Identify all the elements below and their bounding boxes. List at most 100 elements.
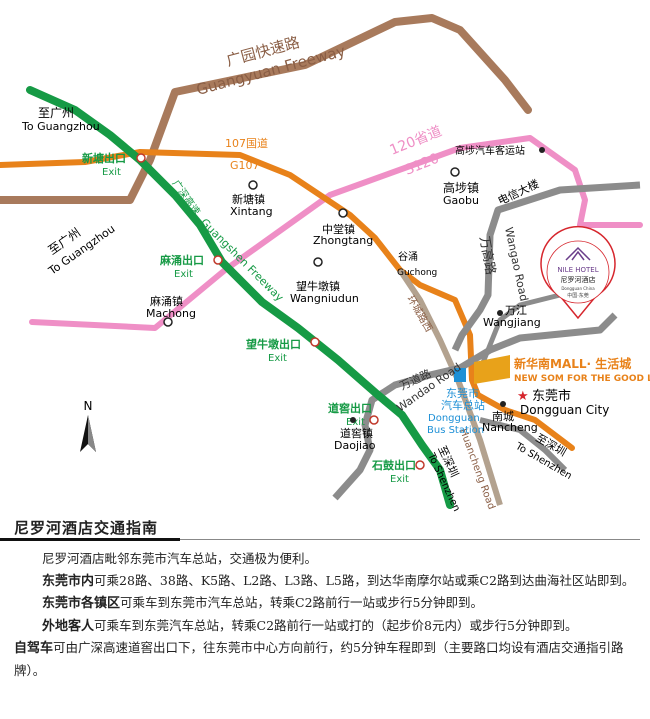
guchong-label-en: Guchong (397, 268, 437, 278)
town-dongguan: ★ 东莞市 Dongguan City (517, 388, 609, 417)
bus-station-marker (454, 368, 466, 382)
exit-daojiao-cn: 道窖出口 (328, 401, 372, 415)
wandao-road (332, 312, 618, 501)
exit-machong-cn: 麻涌出口 (159, 253, 204, 267)
town-gaobu: 高埗镇 Gaobu (443, 167, 479, 207)
exit-wangniudun-cn: 望牛墩出口 (246, 337, 301, 351)
hotel-name-cn: 尼罗河酒店 (561, 275, 596, 284)
hotel-logo-icon (565, 246, 591, 261)
wangniudun-label-cn: 望牛墩镇 (296, 279, 340, 293)
bus-label-cn-2: 汽车总站 (441, 398, 485, 412)
bus-label-en-2: Bus Station (427, 425, 484, 436)
guide-title: 尼罗河酒店交通指南 (14, 519, 159, 537)
exit-wangniudun-icon (310, 337, 320, 347)
town-wanjiang: 万江 Wangjiang (483, 304, 541, 329)
gaobu-label-en: Gaobu (443, 194, 479, 207)
mall-area (474, 355, 510, 384)
zhongtang-label-cn: 中堂镇 (322, 222, 355, 236)
xintang-label-en: Xintang (230, 205, 273, 218)
guide-item-text: 可乘车到东莞市汽车总站，转乘C2路前行一站或步行5分钟即到。 (120, 595, 483, 610)
hotel-name-en: NILE HOTEL (557, 266, 598, 274)
town-wangniudun: 望牛墩镇 Wangniudun (290, 257, 359, 305)
wangniudun-dot (313, 257, 323, 267)
zhongtang-label-en: Zhongtang (313, 234, 373, 247)
daojiao-label-cn: 道窖镇 (340, 426, 373, 440)
bus-label-cn-1: 东莞市 (446, 386, 479, 400)
exit-shigu-cn: 石鼓出口 (371, 458, 416, 472)
g107-label-cn: 107国道 (225, 136, 268, 150)
compass: N (80, 399, 96, 452)
wanjiang-label-en: Wangjiang (483, 316, 541, 329)
zhongtang-dot (338, 208, 348, 218)
exit-machong: 麻涌出口 Exit (159, 253, 223, 280)
wangniudun-label-en: Wangniudun (290, 292, 359, 305)
guide-title-bar (0, 538, 180, 541)
guide-item-text: 可乘28路、38路、K5路、L2路、L3路、L5路，到达华南摩尔站或乘C2路到达… (94, 572, 635, 588)
bus-label-en-1: Dongguan (428, 413, 480, 424)
wanjiang-dot (497, 310, 503, 316)
gaobu-dot (450, 167, 460, 177)
guide-item-label: 东莞市各镇区 (42, 596, 121, 611)
nancheng-road (479, 417, 568, 473)
daojiao-dot (350, 417, 356, 423)
town-nancheng: 南城 Nancheng (482, 401, 538, 434)
wangao-road (451, 181, 641, 352)
wanjiang-road (477, 292, 561, 371)
gaobu-station-dot (539, 147, 545, 153)
guide-item-label: 自驾车 (14, 641, 54, 656)
guide-item: 外地客人可乘车到东莞汽车总站，转乘C2路前行一站或打的（起步价8元内）或步行5分… (14, 615, 639, 638)
guangshen-label-en: Guangshen Freeway (198, 216, 287, 305)
guchong-road (397, 268, 503, 506)
exit-machong-icon (213, 255, 223, 265)
town-machong: 麻涌镇 Machong (146, 294, 196, 327)
guangshen-freeway-road (26, 86, 454, 509)
town-guchong: 谷涌 Guchong (397, 251, 437, 278)
exit-xintang: 新塘出口 Exit (82, 151, 146, 178)
exit-xintang-en: Exit (102, 167, 121, 178)
to-guangzhou-1-cn: 至广州 (38, 106, 74, 120)
gaobu-station-label: 高埗汽车客运站 (455, 144, 525, 157)
daojiao-label-en: Daojiao (334, 439, 376, 452)
exit-shigu-en: Exit (390, 474, 409, 485)
exit-shigu-icon (415, 460, 425, 470)
guide-item-text: 可乘车到东莞汽车总站，转乘C2路前行一站或打的（起步价8元内）或步行5分钟即到。 (94, 617, 578, 633)
guchong-label-cn: 谷涌 (398, 251, 418, 263)
dongguan-label-en: Dongguan City (520, 403, 609, 417)
route-map: 广园快速路 Guangyuan Freeway 107国道 G107 120省道… (0, 14, 650, 513)
machong-dot (163, 317, 173, 327)
town-zhongtang: 中堂镇 Zhongtang (313, 208, 373, 247)
machong-label-cn: 麻涌镇 (150, 294, 183, 308)
bus-station-label: 东莞市 汽车总站 Dongguan Bus Station (427, 386, 485, 436)
guide-text: 尼罗河酒店毗邻东莞市汽车总站，交通极为便利。 东莞市内可乘28路、38路、K5路… (14, 548, 639, 681)
exit-xintang-icon (136, 153, 146, 163)
town-daojiao: 道窖镇 Daojiao (334, 417, 376, 452)
exit-daojiao-icon (369, 415, 379, 425)
exit-shigu: 石鼓出口 Exit (371, 458, 425, 485)
exit-xintang-cn: 新塘出口 (82, 151, 126, 165)
hotel-badge: NILE HOTEL 尼罗河酒店 Dongguan China 中国·东莞 (540, 226, 616, 320)
hotel-sub-cn: 中国·东莞 (567, 292, 589, 299)
guide-item-text: 可由广深高速道窖出口下，往东莞市中心方向前行，约5分钟车程即到（主要路口均设有酒… (14, 640, 624, 678)
xintang-label-cn: 新塘镇 (232, 192, 265, 206)
compass-label: N (84, 399, 93, 413)
exit-machong-en: Exit (174, 269, 193, 280)
gaobu-label-cn: 高埗镇 (443, 180, 479, 195)
dongguan-star-icon: ★ (517, 389, 529, 404)
to-guangzhou-1-en: To Guangzhou (21, 120, 100, 133)
nancheng-label-cn: 南城 (492, 410, 514, 423)
mall-label-en: NEW SOM FOR THE GOOD LIFE (514, 374, 650, 384)
hotel-sub: Dongguan China (561, 286, 595, 291)
guide-intro: 尼罗河酒店毗邻东莞市汽车总站，交通极为便利。 (42, 551, 318, 566)
exit-wangniudun-en: Exit (268, 353, 287, 364)
guide-item: 东莞市内可乘28路、38路、K5路、L2路、L3路、L5路，到达华南摩尔站或乘C… (14, 570, 639, 593)
guide-item: 东莞市各镇区可乘车到东莞市汽车总站，转乘C2路前行一站或步行5分钟即到。 (14, 592, 639, 615)
exit-wangniudun: 望牛墩出口 Exit (246, 337, 320, 364)
guangyuan-freeway-road (0, 14, 532, 204)
town-xintang: 新塘镇 Xintang (230, 180, 273, 218)
guide-divider (180, 539, 640, 540)
hotel-badge-inner (546, 240, 610, 304)
mall-label-cn: 新华南MALL· 生活城 (514, 356, 631, 371)
machong-label-en: Machong (146, 307, 196, 320)
guide-item-label: 外地客人 (42, 618, 95, 634)
s120-road (29, 135, 643, 331)
